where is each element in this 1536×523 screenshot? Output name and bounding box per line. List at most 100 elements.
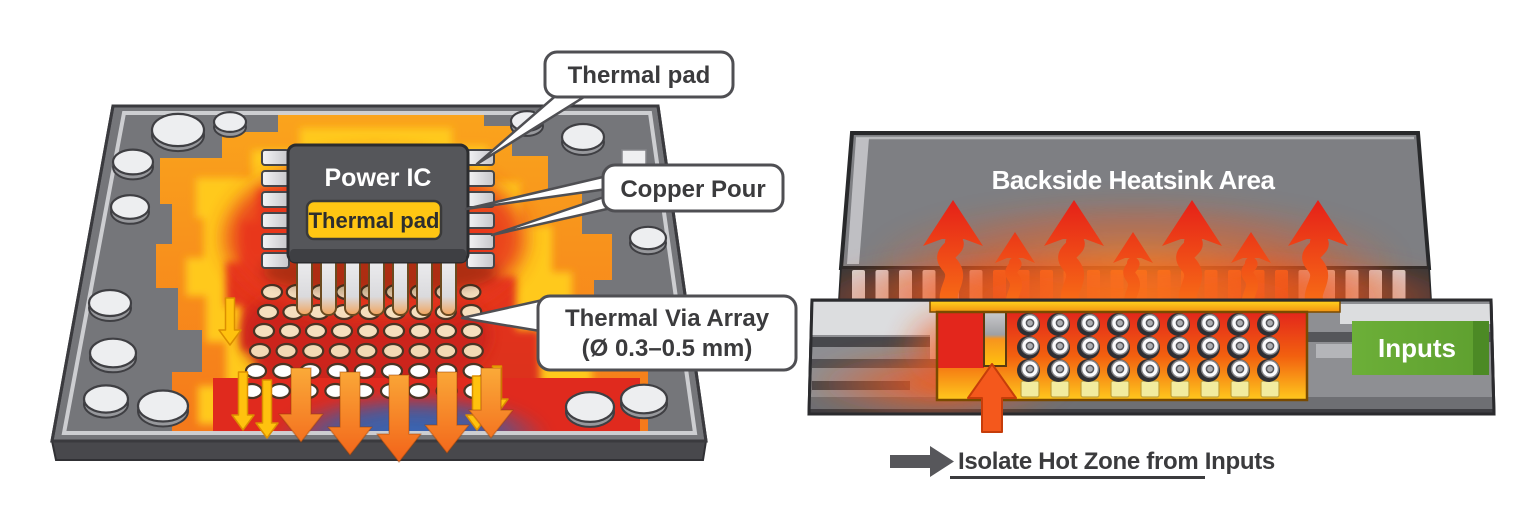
heat-arrow-down	[468, 367, 514, 439]
solder-pad	[87, 288, 133, 318]
via-bottom-pad	[1110, 380, 1130, 398]
heat-rise-arrows	[923, 200, 1348, 318]
thermal-via	[328, 342, 351, 360]
callout-box-thermal-pad	[543, 50, 735, 99]
via-bottom-pad	[1080, 380, 1100, 398]
via-bottom-pads	[1020, 380, 1280, 398]
solder-pad	[619, 383, 669, 415]
thermal-via-barrel	[983, 311, 1007, 367]
via-center	[1235, 341, 1245, 351]
thermal-via	[460, 322, 484, 340]
chip-body-lip	[290, 249, 466, 262]
note-text: Isolate Hot Zone from Inputs	[958, 448, 1275, 475]
via-center	[1055, 341, 1065, 351]
via-center	[1085, 364, 1095, 374]
inputs-label: Inputs	[1378, 333, 1456, 363]
heat-rise-head	[1113, 232, 1153, 263]
solder-pad	[212, 110, 248, 133]
thermal-via	[408, 342, 431, 360]
heat-flow-arrows-down	[278, 367, 514, 463]
thermal-via	[408, 362, 431, 380]
via-center	[1205, 364, 1215, 374]
via-center	[1175, 364, 1185, 374]
heat-arrow-down	[424, 371, 470, 454]
copper-layer-strip	[929, 300, 1341, 313]
thermal-via	[408, 322, 432, 340]
via-bottom-pad	[1260, 380, 1280, 398]
heat-rise-stem	[937, 233, 964, 318]
via-center	[1265, 318, 1275, 328]
thermal-via	[434, 322, 458, 340]
hot-zone-outline	[935, 310, 1309, 402]
thermal-via	[272, 362, 295, 380]
via-center	[1085, 341, 1095, 351]
solder-pad	[564, 391, 616, 424]
chip-thermal-pad	[305, 199, 443, 241]
pcb-outline-restroke	[807, 298, 1496, 416]
thermal-via	[355, 342, 378, 360]
heat-rise-stem	[1176, 233, 1203, 318]
note-arrow-icon	[890, 446, 954, 477]
board-side-edge	[50, 440, 708, 461]
heat-arrow-small	[231, 371, 255, 431]
power-ic-chip: Power IC Thermal pad	[261, 143, 498, 316]
solder-pad	[560, 122, 606, 152]
thermal-via	[381, 342, 405, 360]
via-center	[1265, 341, 1275, 351]
thermal-via	[304, 322, 328, 340]
heat-arrow-small	[255, 379, 279, 439]
heat-arrow-down	[278, 367, 324, 443]
via-center	[1025, 318, 1035, 328]
via-array-cross-section	[1017, 313, 1280, 382]
annotation-note: Isolate Hot Zone from Inputs	[890, 446, 1275, 479]
via-center	[1175, 341, 1185, 351]
via-center	[1265, 364, 1275, 374]
heat-rise-stem	[1302, 233, 1329, 318]
inputs-box	[1352, 321, 1489, 375]
solder-pad	[82, 384, 130, 414]
thermal-via	[407, 382, 430, 400]
via-center	[1025, 364, 1035, 374]
via-bottom-pad	[1020, 380, 1040, 398]
heat-rise-head	[1162, 200, 1222, 246]
callout-label-thermal-pad: Thermal pad	[568, 62, 711, 89]
via-center	[1235, 318, 1245, 328]
via-bottom-pad	[1050, 380, 1070, 398]
thermal-via	[435, 342, 458, 360]
heat-entry-arrow-up	[967, 363, 1017, 433]
thermal-via	[268, 382, 291, 400]
board-rim-highlight	[61, 111, 698, 435]
pcb-trace-stripe-1	[812, 337, 930, 347]
via-center	[1055, 318, 1065, 328]
chip-pin-left	[261, 191, 290, 208]
board-outline	[50, 104, 708, 443]
via-center	[1205, 341, 1215, 351]
chip-label: Power IC	[325, 164, 432, 192]
heat-rise-stem	[1058, 233, 1085, 318]
via-bottom-pad	[1200, 380, 1220, 398]
via-center	[1025, 341, 1035, 351]
pcb-top-layer-right	[1340, 304, 1491, 324]
thermal-via	[244, 362, 268, 380]
note-underline	[950, 476, 1205, 479]
thermal-via	[275, 342, 298, 360]
via-bottom-pad	[1230, 380, 1250, 398]
chip-pin-left	[261, 233, 290, 250]
via-center	[1145, 318, 1155, 328]
callout-label-via-array-line2: (Ø 0.3–0.5 mm)	[582, 335, 753, 362]
pcb-cross-section: Backside Heatsink Area	[807, 131, 1496, 479]
via-center	[1175, 318, 1185, 328]
heat-arrow-down	[327, 371, 373, 456]
thermal-via	[330, 322, 354, 340]
inputs-box-side	[1473, 321, 1489, 375]
thermal-via	[302, 342, 325, 360]
via-center	[1235, 364, 1245, 374]
heat-rise-head	[995, 232, 1035, 263]
via-bottom-pad	[1170, 380, 1190, 398]
chip-pin-left	[261, 212, 290, 229]
solder-pad	[111, 148, 155, 176]
solder-pad	[628, 225, 668, 251]
chip-pin-right	[466, 233, 495, 250]
heat-arrow-small	[218, 297, 242, 346]
